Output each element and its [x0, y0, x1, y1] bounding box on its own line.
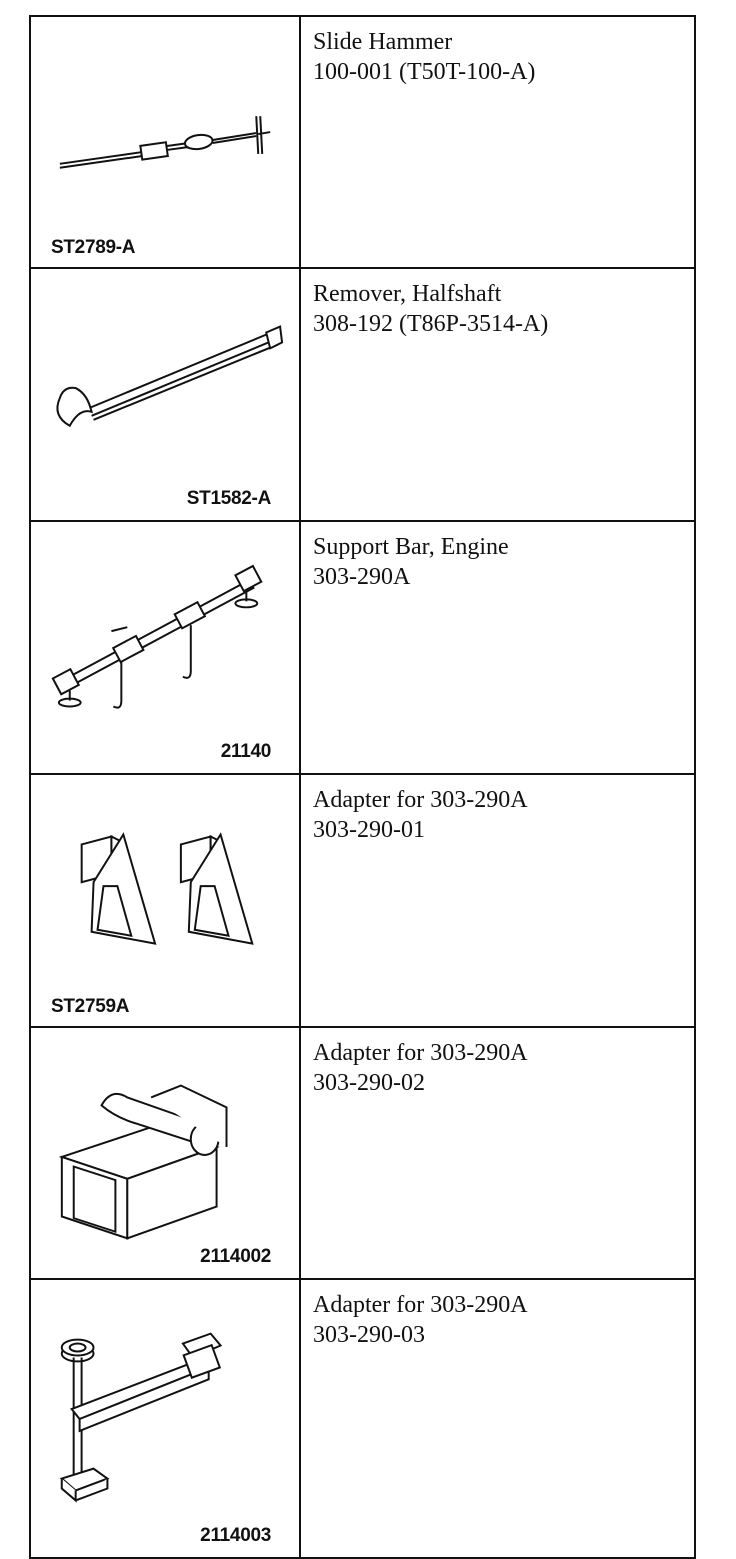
tool-description-cell: Adapter for 303-290A 303-290-02 — [299, 1026, 696, 1280]
tool-name: Slide Hammer — [313, 29, 453, 55]
tool-number: 308-192 (T86P-3514-A) — [313, 311, 549, 337]
tool-number: 303-290-03 — [313, 1322, 425, 1348]
tool-figure-cell: ST2759A — [29, 773, 301, 1028]
special-tools-table: ST2789-A Slide Hammer 100-001 (T50T-100-… — [29, 15, 696, 1559]
tool-name: Adapter for 303-290A — [313, 1292, 528, 1318]
table-row: 2114003 Adapter for 303-290A 303-290-03 — [29, 1278, 696, 1559]
adapter-block-icon — [58, 1084, 228, 1240]
tool-description-cell: Support Bar, Engine 303-290A — [299, 520, 696, 775]
figure-label: ST2759A — [51, 996, 130, 1017]
tool-figure-cell: 2114002 — [29, 1026, 301, 1280]
tool-figure-cell: 2114003 — [29, 1278, 301, 1559]
table-row: 2114002 Adapter for 303-290A 303-290-02 — [29, 1026, 696, 1280]
tool-figure-cell: 21140 — [29, 520, 301, 775]
table-row: ST1582-A Remover, Halfshaft 308-192 (T86… — [29, 267, 696, 522]
tool-number: 303-290-01 — [313, 817, 425, 843]
figure-label: 21140 — [220, 741, 272, 762]
adapter-clamp-icon — [59, 1332, 223, 1503]
table-row: 21140 Support Bar, Engine 303-290A — [29, 520, 696, 775]
figure-label: 2114003 — [200, 1525, 271, 1546]
tool-figure-cell: ST1582-A — [29, 267, 301, 522]
tool-number: 100-001 (T50T-100-A) — [313, 59, 536, 85]
tool-description-cell: Remover, Halfshaft 308-192 (T86P-3514-A) — [299, 267, 696, 522]
table-row: ST2789-A Slide Hammer 100-001 (T50T-100-… — [29, 15, 696, 269]
tool-number: 303-290A — [313, 564, 411, 590]
engine-support-bar-icon — [51, 564, 263, 709]
slide-hammer-icon — [59, 116, 271, 169]
tool-name: Support Bar, Engine — [313, 534, 509, 560]
tool-description-cell: Adapter for 303-290A 303-290-03 — [299, 1278, 696, 1559]
tool-name: Remover, Halfshaft — [313, 281, 502, 307]
adapter-brackets-icon — [80, 832, 254, 945]
tool-description-cell: Adapter for 303-290A 303-290-01 — [299, 773, 696, 1028]
table-row: ST2759A Adapter for 303-290A 303-290-01 — [29, 773, 696, 1028]
halfshaft-remover-icon — [56, 325, 284, 428]
tool-figure-cell: ST2789-A — [29, 15, 301, 269]
tool-name: Adapter for 303-290A — [313, 787, 528, 813]
figure-label: 2114002 — [200, 1246, 271, 1267]
figure-label: ST1582-A — [186, 488, 272, 509]
figure-label: ST2789-A — [51, 237, 136, 258]
tool-description-cell: Slide Hammer 100-001 (T50T-100-A) — [299, 15, 696, 269]
tool-name: Adapter for 303-290A — [313, 1040, 528, 1066]
tool-number: 303-290-02 — [313, 1070, 425, 1096]
